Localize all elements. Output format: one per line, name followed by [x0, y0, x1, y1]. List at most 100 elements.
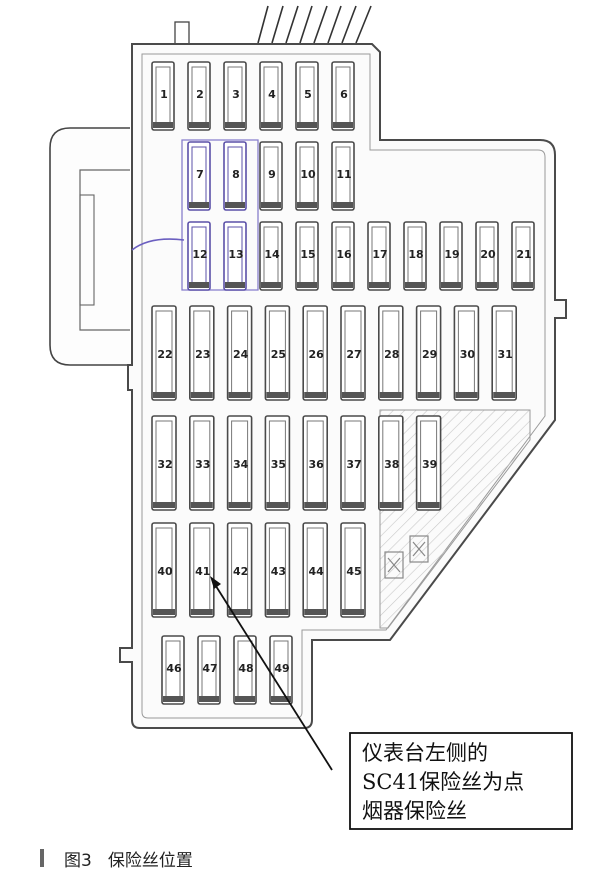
fuse-label: 28 — [384, 348, 399, 361]
fuse-label: 4 — [268, 88, 276, 101]
fuse-label: 29 — [422, 348, 437, 361]
fuse-label: 43 — [271, 565, 286, 578]
fuse-label: 13 — [228, 248, 243, 261]
fuse-terminal — [261, 122, 281, 128]
fuse-body — [269, 635, 293, 705]
fuse-terminal — [225, 202, 245, 208]
fuse-body — [226, 305, 253, 401]
fuse-terminal — [342, 609, 364, 615]
fuse-47: 47 — [197, 635, 221, 705]
fuse-terminal — [417, 392, 440, 398]
fuse-label: 35 — [271, 458, 286, 471]
fuse-27: 27 — [340, 305, 366, 401]
fuse-label: 39 — [422, 458, 437, 471]
fuse-label: 3 — [232, 88, 240, 101]
fuse-46: 46 — [161, 635, 185, 705]
fuse-label: 40 — [157, 565, 173, 578]
fuse-45: 45 — [340, 522, 366, 618]
fuse-body — [295, 61, 319, 131]
fuse-19: 19 — [439, 221, 463, 291]
callout-box — [349, 732, 573, 830]
fuse-44: 44 — [302, 522, 329, 618]
fuse-terminal — [417, 502, 440, 508]
fuse-terminal — [297, 282, 317, 288]
fuse-33: 33 — [189, 415, 215, 511]
fuse-body — [187, 141, 211, 211]
fuse-label: 32 — [157, 458, 172, 471]
fuse-terminal — [190, 609, 213, 615]
top-tab — [174, 21, 190, 45]
fuse-body — [367, 221, 391, 291]
fuse-label: 17 — [372, 248, 387, 261]
fuse-terminal — [189, 202, 209, 208]
fuse-label: 24 — [233, 348, 249, 361]
fuse-label: 7 — [196, 168, 204, 181]
fuse-body — [491, 305, 518, 401]
fuse-2: 2 — [187, 61, 211, 131]
fuse-label: 8 — [232, 168, 240, 181]
fuse-body — [511, 221, 535, 291]
fuse-23: 23 — [189, 305, 215, 401]
fuse-body — [403, 221, 427, 291]
fuse-terminal — [190, 392, 213, 398]
fuse-terminal — [199, 696, 219, 702]
fuse-24: 24 — [226, 305, 253, 401]
fuse-label: 30 — [460, 348, 476, 361]
fuse-37: 37 — [340, 415, 366, 511]
fuse-label: 26 — [309, 348, 325, 361]
fuse-terminal — [190, 502, 213, 508]
fuse-body — [264, 522, 291, 618]
relay-marks — [384, 535, 429, 579]
fuse-body — [223, 141, 247, 211]
fuse-label: 41 — [195, 565, 210, 578]
fuse-6: 6 — [331, 61, 355, 131]
fuse-body — [226, 415, 253, 511]
fuse-32: 32 — [151, 415, 177, 511]
fuse-terminal — [189, 282, 209, 288]
fuse-terminal — [455, 392, 478, 398]
fuse-label: 38 — [384, 458, 399, 471]
fuse-8: 8 — [223, 141, 247, 211]
fuse-terminal — [266, 392, 289, 398]
fuse-terminal — [333, 202, 353, 208]
fuse-terminal — [228, 609, 251, 615]
highlight-trace — [131, 238, 185, 251]
fuse-label: 27 — [346, 348, 361, 361]
fuse-body — [377, 415, 404, 511]
fuse-38: 38 — [377, 415, 404, 511]
bracket-slot — [79, 194, 95, 306]
fuse-30: 30 — [453, 305, 480, 401]
callout-arrow — [210, 576, 333, 771]
fuse-16: 16 — [331, 221, 355, 291]
fuse-terminal — [228, 502, 251, 508]
fuse-3: 3 — [223, 61, 247, 131]
fuse-label: 19 — [444, 248, 459, 261]
fuse-label: 46 — [166, 662, 182, 675]
fuse-21: 21 — [511, 221, 535, 291]
fuse-terminal — [342, 502, 364, 508]
fuse-13: 13 — [223, 221, 247, 291]
caption-bar — [40, 849, 44, 867]
fuse-body — [302, 522, 329, 618]
fuse-terminal — [153, 502, 175, 508]
fuse-1: 1 — [151, 61, 175, 131]
fuse-body — [259, 141, 283, 211]
fuse-49: 49 — [269, 635, 293, 705]
fuse-label: 37 — [346, 458, 361, 471]
fuse-terminal — [342, 392, 364, 398]
fuse-18: 18 — [403, 221, 427, 291]
fuse-41: 41 — [189, 522, 215, 618]
fuse-terminal — [333, 282, 353, 288]
fuse-terminal — [297, 122, 317, 128]
fuse-body — [151, 305, 177, 401]
fuse-label: 9 — [268, 168, 276, 181]
fuse-25: 25 — [264, 305, 291, 401]
fuse-label: 33 — [195, 458, 210, 471]
fuse-label: 49 — [274, 662, 289, 675]
fuse-terminal — [379, 392, 402, 398]
fuse-label: 12 — [192, 248, 207, 261]
fuse-box-housing-inner — [141, 53, 546, 719]
fuse-terminal — [235, 696, 255, 702]
